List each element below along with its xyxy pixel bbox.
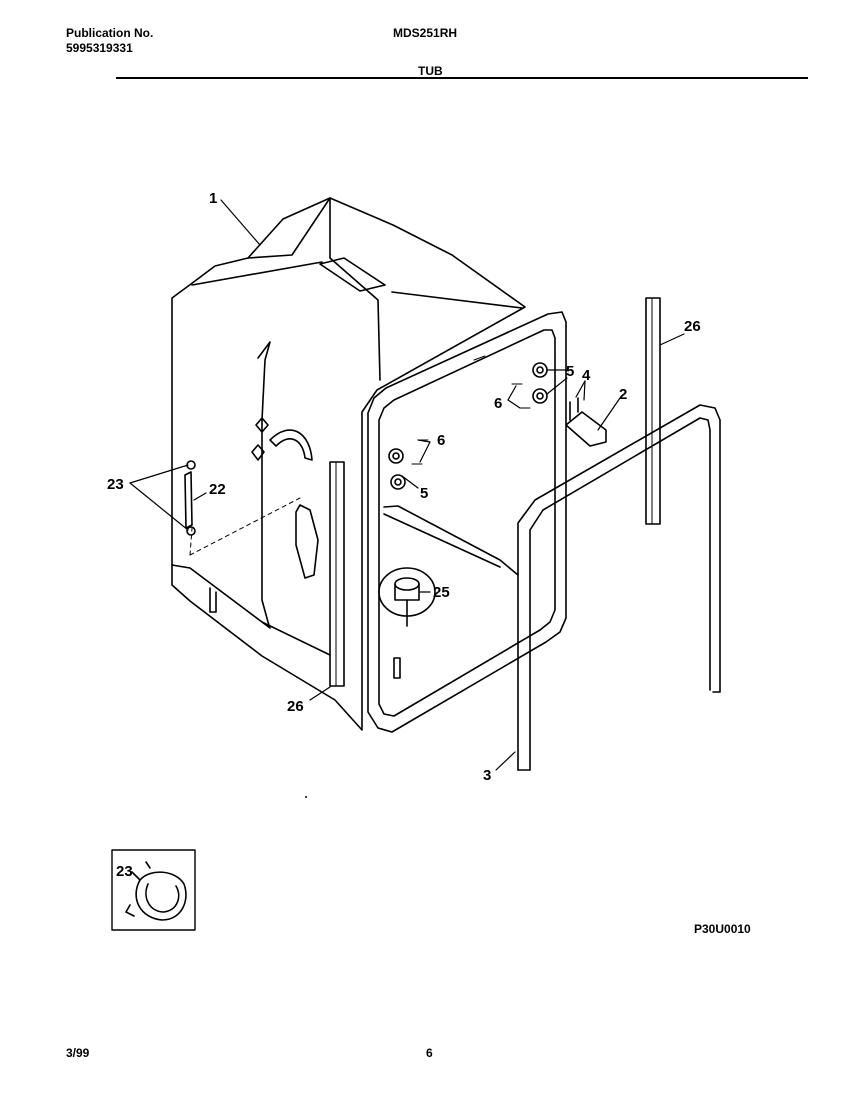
callout-5-upper: 5: [566, 363, 574, 380]
clamp-detail-inset: 23: [111, 849, 196, 931]
side-seal-left: [329, 461, 345, 687]
section-title: TUB: [418, 64, 443, 78]
callout-2: 2: [619, 386, 627, 403]
model-number: MDS251RH: [393, 26, 458, 40]
callout-5-lower: 5: [420, 485, 428, 502]
publication-label: Publication No.: [66, 26, 154, 40]
callout-23-detail: 23: [116, 863, 133, 880]
callout-leaders: [129, 199, 685, 771]
footer-page-number: 6: [426, 1046, 433, 1060]
callout-6-upper: 6: [494, 395, 502, 412]
pump-sump: [378, 567, 436, 679]
callout-26-left: 26: [287, 698, 304, 715]
tub-front-frame: [367, 311, 567, 733]
callout-22: 22: [209, 481, 226, 498]
nuts-and-screws: [388, 362, 548, 490]
heater-element: [184, 460, 196, 536]
header-rule: [116, 77, 808, 79]
drawing-code: P30U0010: [694, 922, 751, 936]
callout-26-right: 26: [684, 318, 701, 335]
side-seal-right: [645, 297, 661, 525]
callout-6-lower: 6: [437, 432, 445, 449]
hinge-bracket: [565, 397, 607, 447]
callout-25: 25: [433, 584, 450, 601]
callout-labels: 1 2 3 4 5 5 6 6 22 23 25 26 26: [107, 190, 701, 784]
guide-lines: [189, 497, 301, 556]
stray-dot: [305, 796, 307, 798]
callout-23: 23: [107, 476, 124, 493]
publication-number: 5995319331: [66, 41, 133, 55]
callout-3: 3: [483, 767, 491, 784]
footer-date: 3/99: [66, 1046, 90, 1060]
callout-4: 4: [582, 367, 591, 384]
tub-body: [171, 197, 526, 731]
inlet-hose: [251, 341, 319, 629]
door-gasket: [517, 404, 721, 771]
callout-1: 1: [209, 190, 217, 207]
